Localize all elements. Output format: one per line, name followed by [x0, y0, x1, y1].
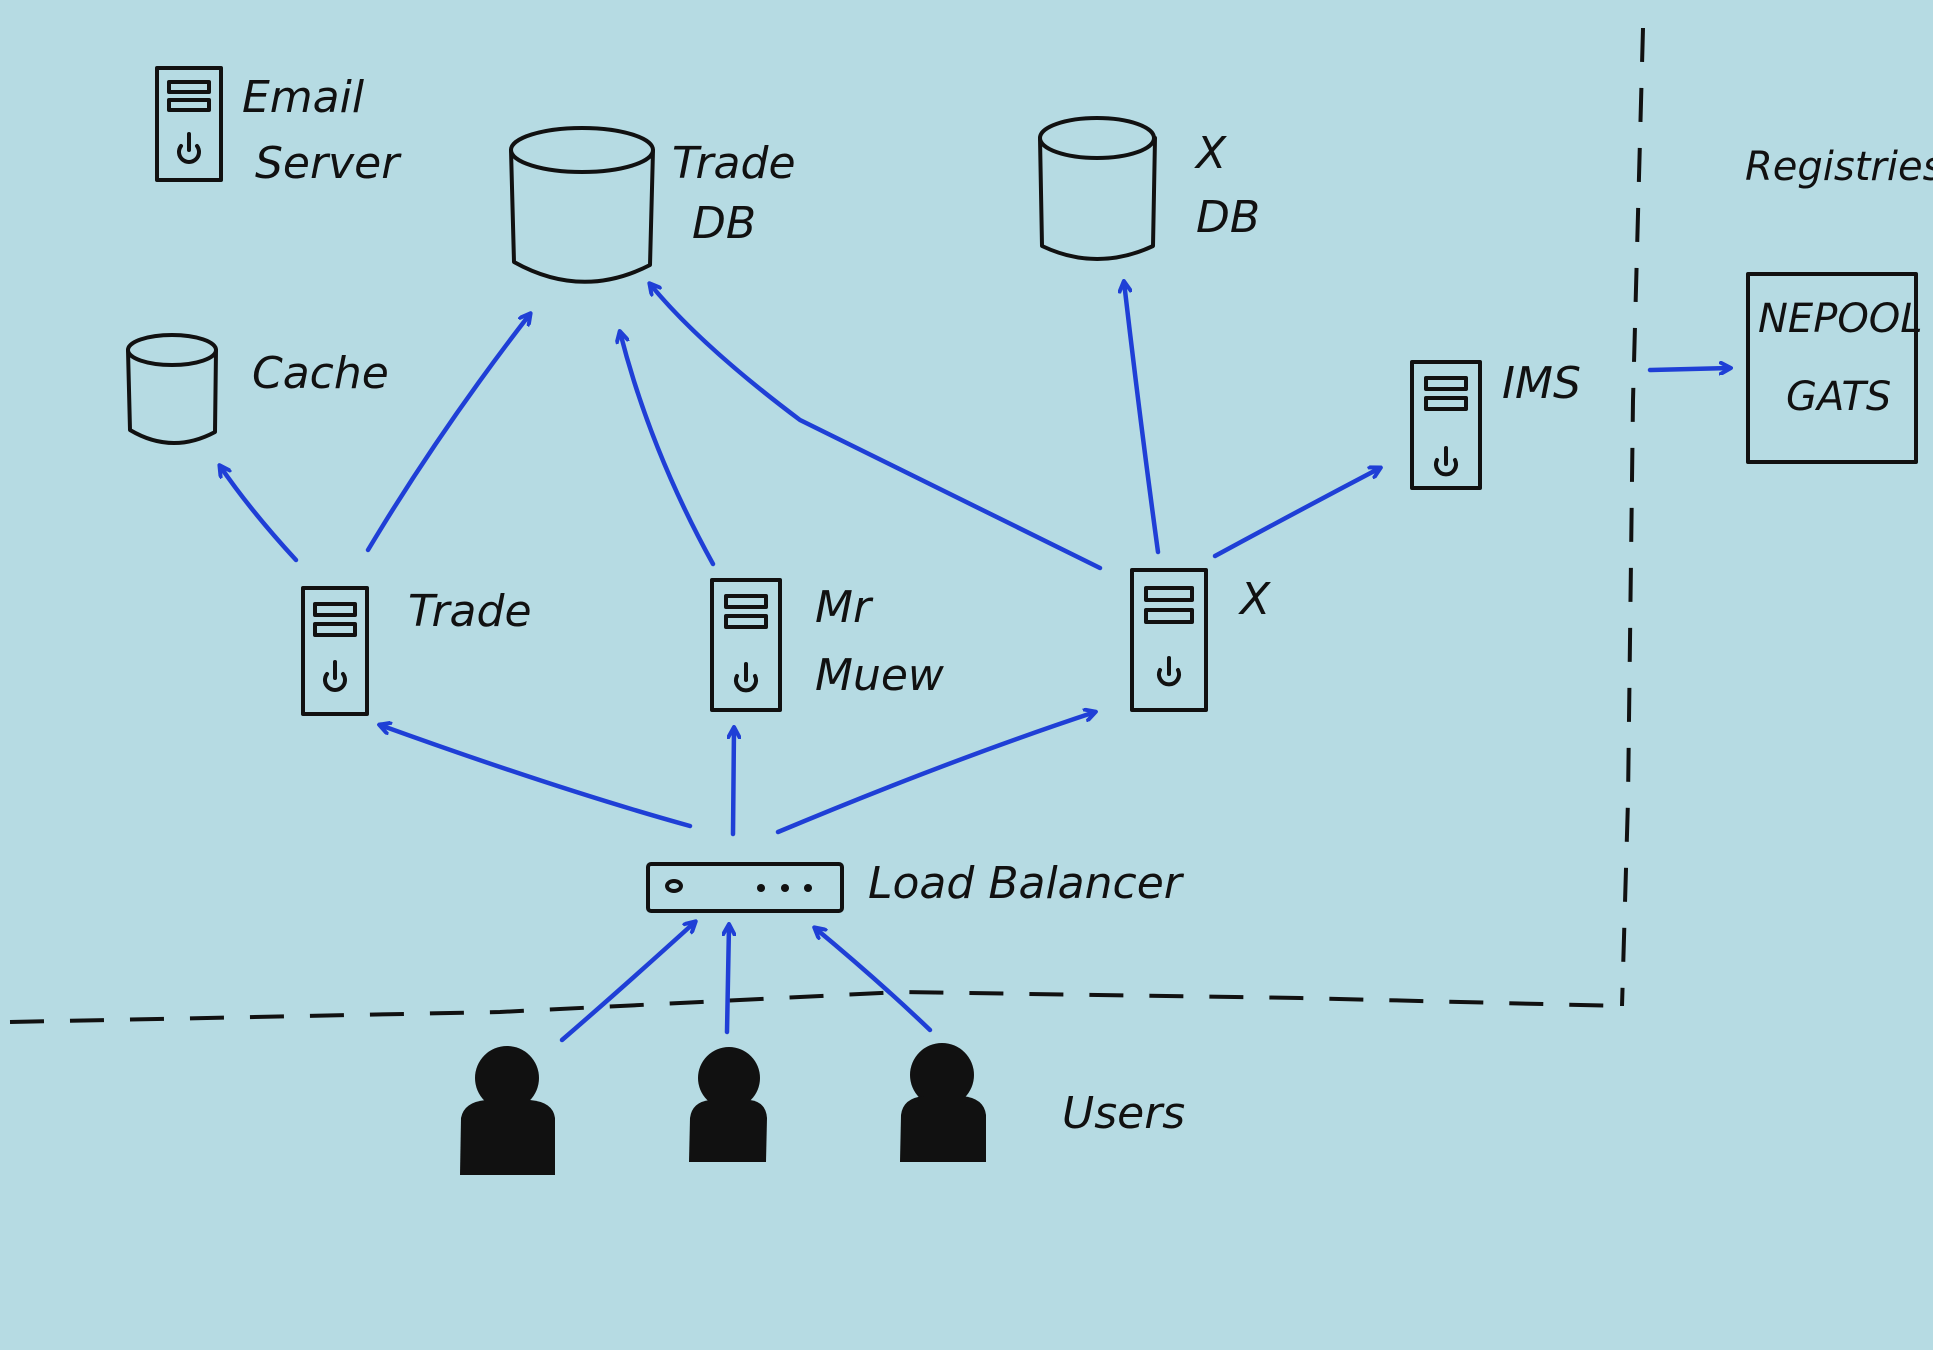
x-db-label-line1: X	[1194, 128, 1227, 179]
x-db-label-line2: DB	[1196, 192, 1260, 243]
ims-server-icon	[1410, 360, 1482, 490]
user-icon	[460, 1046, 555, 1175]
nepool-gats-label-line1: NEPOOL	[1758, 296, 1923, 342]
nepool-gats-label-line2: GATS	[1786, 374, 1891, 420]
trade-db-label-line2: DB	[692, 198, 756, 249]
trade-db-cylinder-icon	[509, 126, 655, 284]
nepool-gats-box	[1746, 272, 1918, 464]
load-balancer-node[interactable]: Load Balancer	[646, 858, 1185, 913]
email-server-label-line2: Server	[255, 138, 402, 189]
arrow-trade-to-cache	[220, 466, 299, 563]
email-server-node[interactable]: Email Server	[155, 66, 402, 189]
trade-server-icon	[301, 586, 369, 716]
boundary-horizontal	[9, 989, 1623, 1024]
trade-server-label: Trade	[408, 586, 532, 637]
trade-db-label-line1: Trade	[672, 138, 796, 189]
x-server-node[interactable]: X	[1130, 568, 1271, 712]
load-balancer-icon	[646, 862, 844, 913]
mr-muew-node[interactable]: Mr Muew	[710, 578, 945, 712]
arrow-x-to-trade-db	[650, 284, 1103, 571]
users-label: Users	[1062, 1088, 1185, 1139]
arrow-user2-to-load-balancer	[727, 925, 729, 1035]
mr-muew-label-line2: Muew	[815, 650, 945, 701]
arrow-to-registries	[1647, 368, 1730, 370]
ims-label: IMS	[1502, 358, 1581, 409]
connections	[220, 282, 1730, 1043]
arrow-x-to-x-db	[1124, 282, 1161, 555]
cache-node[interactable]: Cache	[126, 333, 389, 445]
email-server-label-line1: Email	[242, 72, 365, 123]
users-group[interactable]: Users	[460, 1043, 1185, 1175]
x-server-label: X	[1238, 574, 1271, 625]
cache-cylinder-icon	[126, 333, 218, 445]
arrow-trade-to-trade-db	[365, 314, 530, 553]
trade-server-node[interactable]: Trade	[301, 586, 532, 716]
trade-db-node[interactable]: Trade DB	[509, 126, 796, 284]
nepool-gats-node[interactable]: NEPOOL GATS	[1746, 272, 1923, 464]
mr-muew-label-line1: Mr	[815, 582, 874, 633]
mr-muew-server-icon	[710, 578, 782, 712]
registries-label: Registries	[1745, 144, 1933, 190]
boundary-vertical	[1620, 27, 1645, 1007]
arrow-user1-to-load-balancer	[559, 922, 695, 1043]
arrow-load-balancer-to-mr-muew	[733, 728, 734, 837]
x-server-icon	[1130, 568, 1208, 712]
arrow-x-to-ims	[1212, 468, 1380, 559]
ims-node[interactable]: IMS	[1410, 358, 1581, 490]
arrow-user3-to-load-balancer	[815, 928, 933, 1033]
load-balancer-label: Load Balancer	[868, 858, 1185, 909]
arrow-load-balancer-to-trade	[380, 725, 693, 829]
user-icon	[900, 1043, 986, 1162]
cache-label: Cache	[252, 348, 389, 399]
x-db-node[interactable]: X DB	[1038, 116, 1260, 261]
user-icon	[689, 1047, 767, 1162]
arrow-load-balancer-to-x	[775, 712, 1095, 835]
x-db-cylinder-icon	[1038, 116, 1157, 261]
arrow-mr-muew-to-trade-db	[620, 332, 716, 567]
network-boundary	[9, 27, 1645, 1024]
email-server-icon	[155, 66, 223, 182]
